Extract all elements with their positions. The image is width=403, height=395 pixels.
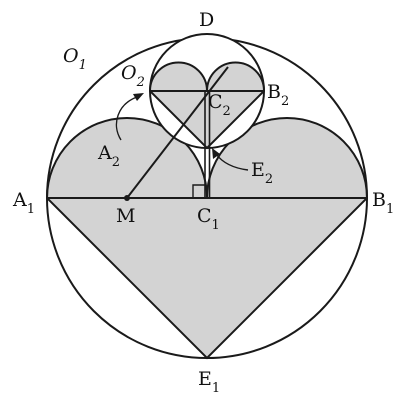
large-heart xyxy=(45,117,369,360)
label-d: D xyxy=(199,9,214,31)
pointer-e2-arrowhead xyxy=(212,148,220,159)
label-c2: C2 xyxy=(208,91,231,119)
point-m xyxy=(124,195,130,201)
label-o1: O1 xyxy=(63,45,87,73)
label-c1: C1 xyxy=(197,205,220,233)
label-b1: B1 xyxy=(372,189,394,217)
label-a1: A1 xyxy=(12,189,35,217)
label-m: M xyxy=(116,205,135,227)
segment-m-to-top xyxy=(126,66,229,199)
pointer-e2-curve xyxy=(215,153,249,171)
label-o2: O2 xyxy=(121,62,145,90)
label-e1: E1 xyxy=(198,368,220,395)
label-b2: B2 xyxy=(267,81,289,109)
label-e2: E2 xyxy=(251,159,273,187)
label-a2: A2 xyxy=(97,142,120,170)
right-angle-marker xyxy=(192,184,205,198)
pointer-a2-curve xyxy=(115,96,138,141)
pointer-a2-arrowhead xyxy=(133,93,144,101)
